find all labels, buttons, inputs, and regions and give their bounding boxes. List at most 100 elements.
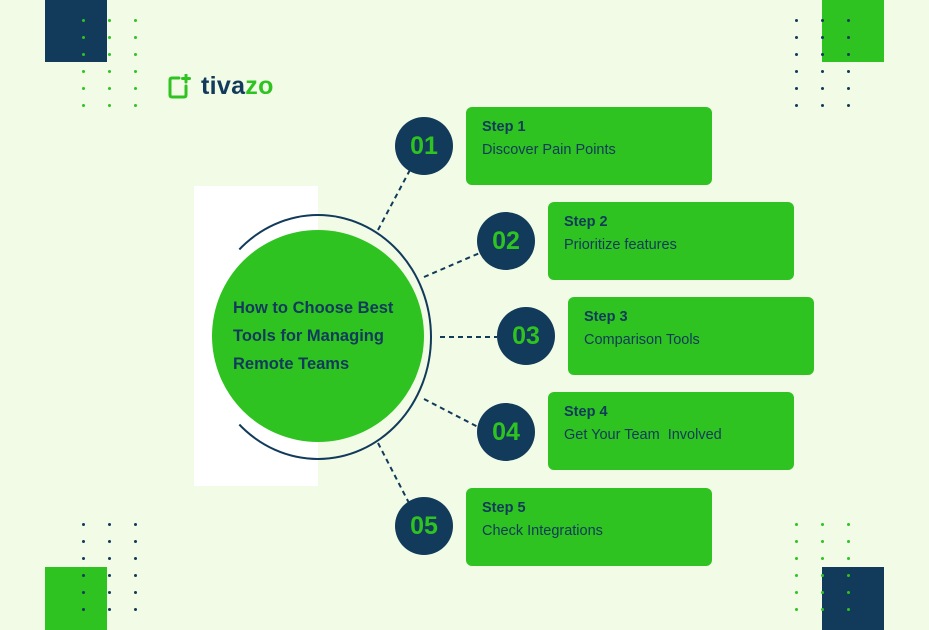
decor-dot (82, 87, 85, 90)
hub-circle: How to Choose Best Tools for Managing Re… (212, 230, 424, 442)
step-description: Discover Pain Points (482, 142, 616, 158)
decor-dot (108, 540, 111, 543)
step-description: Check Integrations (482, 523, 603, 539)
decor-dot (795, 557, 798, 560)
decor-dot (134, 36, 137, 39)
decor-dot (821, 540, 824, 543)
connector-line-05 (377, 442, 411, 506)
decor-dot (821, 574, 824, 577)
decor-dot (134, 87, 137, 90)
step-card-03: Step 3 Comparison Tools (568, 297, 814, 375)
decor-dot (82, 540, 85, 543)
decor-dot (134, 19, 137, 22)
decor-dot (108, 523, 111, 526)
decor-dot (847, 87, 850, 90)
step-number-badge-01: 01 (395, 117, 453, 175)
decor-dot (134, 608, 137, 611)
dot-grid-bottom-left (82, 523, 137, 611)
connector-line-04 (423, 398, 481, 429)
logo-text-prefix: tiva (201, 72, 246, 100)
decor-dot (82, 574, 85, 577)
step-number-badge-03: 03 (497, 307, 555, 365)
step-title: Step 2 (564, 214, 608, 230)
decor-dot (821, 87, 824, 90)
decor-dot (847, 608, 850, 611)
step-number-badge-04: 04 (477, 403, 535, 461)
decor-dot (847, 70, 850, 73)
connector-line-02 (423, 251, 483, 278)
step-number-badge-05: 05 (395, 497, 453, 555)
step-title: Step 5 (482, 500, 526, 516)
decor-dot (134, 104, 137, 107)
decor-dot (82, 53, 85, 56)
decor-dot (847, 574, 850, 577)
step-card-01: Step 1 Discover Pain Points (466, 107, 712, 185)
decor-dot (821, 608, 824, 611)
brand-logo: tivazo (167, 72, 274, 101)
decor-dot (108, 36, 111, 39)
decor-dot (134, 540, 137, 543)
decor-dot (821, 523, 824, 526)
decor-dot (108, 574, 111, 577)
decor-dot (795, 53, 798, 56)
decor-dot (134, 53, 137, 56)
step-description: Prioritize features (564, 237, 677, 253)
corner-square-green-bottom-left (45, 567, 107, 630)
decor-dot (82, 70, 85, 73)
step-title: Step 4 (564, 404, 608, 420)
step-title: Step 3 (584, 309, 628, 325)
step-card-04: Step 4 Get Your Team Involved (548, 392, 794, 470)
step-description: Comparison Tools (584, 332, 700, 348)
decor-dot (82, 19, 85, 22)
decor-dot (108, 591, 111, 594)
decor-dot (847, 53, 850, 56)
decor-dot (795, 591, 798, 594)
decor-dot (821, 19, 824, 22)
decor-dot (108, 557, 111, 560)
decor-dot (821, 53, 824, 56)
decor-dot (134, 557, 137, 560)
step-number: 05 (410, 511, 438, 540)
decor-dot (847, 540, 850, 543)
logo-text-suffix: zo (245, 72, 274, 100)
decor-dot (82, 523, 85, 526)
step-number: 02 (492, 226, 520, 255)
decor-dot (108, 19, 111, 22)
step-number: 04 (492, 417, 520, 446)
decor-dot (847, 591, 850, 594)
step-description: Get Your Team Involved (564, 427, 722, 443)
decor-dot (795, 574, 798, 577)
decor-dot (795, 19, 798, 22)
decor-dot (108, 53, 111, 56)
decor-dot (821, 70, 824, 73)
decor-dot (795, 523, 798, 526)
decor-dot (795, 36, 798, 39)
decor-dot (134, 523, 137, 526)
corner-square-navy-bottom-right (822, 567, 884, 630)
decor-dot (82, 557, 85, 560)
decor-dot (82, 104, 85, 107)
decor-dot (82, 36, 85, 39)
decor-dot (108, 608, 111, 611)
decor-dot (821, 591, 824, 594)
step-number-badge-02: 02 (477, 212, 535, 270)
decor-dot (134, 70, 137, 73)
corner-square-navy-top-left (45, 0, 107, 62)
decor-dot (795, 104, 798, 107)
decor-dot (821, 104, 824, 107)
step-number: 03 (512, 321, 540, 350)
decor-dot (795, 608, 798, 611)
decor-dot (821, 36, 824, 39)
decor-dot (821, 557, 824, 560)
decor-dot (847, 104, 850, 107)
decor-dot (108, 104, 111, 107)
dot-grid-bottom-right (795, 523, 850, 611)
connector-line-01 (377, 167, 412, 231)
logo-mark-icon (168, 73, 191, 98)
decor-dot (108, 70, 111, 73)
decor-dot (847, 523, 850, 526)
decor-dot (847, 557, 850, 560)
decor-dot (108, 87, 111, 90)
main-title: How to Choose Best Tools for Managing Re… (233, 299, 394, 373)
